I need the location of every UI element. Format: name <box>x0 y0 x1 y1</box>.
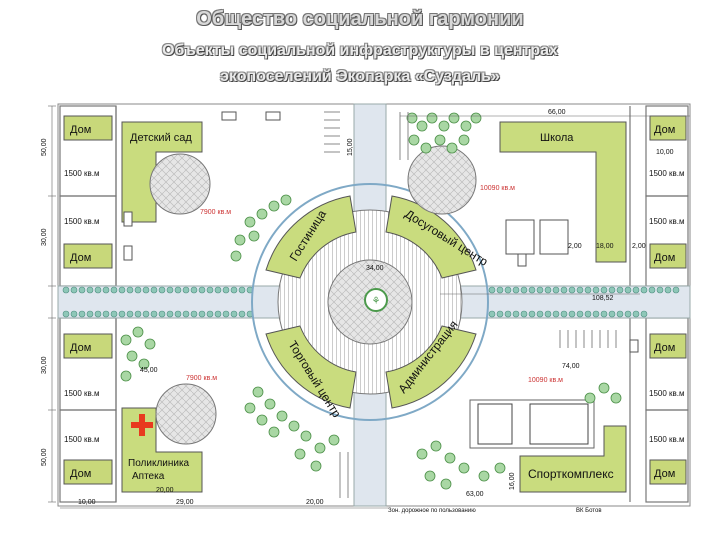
kindergarten-area: 7900 кв.м <box>200 209 231 216</box>
plot-area-left-1: 1500 кв.м <box>64 169 100 178</box>
page-subtitle-line2: экопоселений Экопарка «Суздаль» <box>220 68 500 85</box>
dim-sports-height: 16,00 <box>509 472 516 490</box>
sports-complex-label: Спорткомплекс <box>528 467 614 481</box>
dim-top-width: 66,00 <box>548 109 566 116</box>
house-label-left-1: Дом <box>70 124 91 136</box>
dim-left-mid: 30,00 <box>41 228 48 246</box>
dim-school-depth: 10,00 <box>656 149 674 156</box>
dimension-lines <box>48 105 690 509</box>
clinic-garden <box>155 383 217 445</box>
clinic-label-2: Аптека <box>132 471 165 482</box>
houses-right <box>649 115 687 485</box>
dim-top-center: 15,00 <box>347 138 354 156</box>
footer-note: Зон. дорожное по пользованию <box>388 508 476 514</box>
house-label-right-4: Дом <box>654 468 675 480</box>
dim-clinic-depth: 20,00 <box>156 487 174 494</box>
school-building <box>499 121 627 263</box>
house-label-left-4: Дом <box>70 468 91 480</box>
road-trees <box>62 286 680 318</box>
dim-left-lower: 30,00 <box>41 356 48 374</box>
kindergarten-label: Детский сад <box>130 132 192 144</box>
school-court-2 <box>539 219 569 255</box>
plot-area-right-1: 1500 кв.м <box>649 169 685 178</box>
dim-bottom-d: 63,00 <box>466 491 484 498</box>
footer-right: ВК Ботов <box>576 508 602 514</box>
hotel-building <box>265 195 357 279</box>
houses-left <box>63 115 113 485</box>
clinic-label-1: Поликлиника <box>128 458 190 469</box>
sports-area: 10090 кв.м <box>528 377 563 384</box>
dim-lower-center: 45,00 <box>140 367 158 374</box>
house-label-left-3: Дом <box>70 342 91 354</box>
school-label: Школа <box>540 132 574 144</box>
house-label-right-2: Дом <box>654 252 675 264</box>
svg-text:⚘: ⚘ <box>372 296 381 307</box>
sports-court-1 <box>477 403 513 445</box>
page-title: Общество социальной гармонии <box>196 8 524 30</box>
plot-area-left-2: 1500 кв.м <box>64 217 100 226</box>
dim-bottom-c: 20,00 <box>306 499 324 506</box>
shopping-center-building <box>265 325 357 409</box>
fountain-icon <box>364 288 388 312</box>
central-square: ⚘ <box>251 183 489 421</box>
dim-square-diameter: 34,00 <box>366 265 384 272</box>
parking-stripes <box>324 111 617 498</box>
plot-grid <box>59 105 689 503</box>
school-area: 10090 кв.м <box>480 185 515 192</box>
clinic-area: 7900 кв.м <box>186 375 217 382</box>
page-subtitle-line1: Объекты социальной инфраструктуры в цент… <box>162 42 558 59</box>
school-yard <box>407 145 477 215</box>
administration-building <box>385 325 477 409</box>
dim-road-width: 108,52 <box>592 295 614 302</box>
small-structures <box>123 111 639 353</box>
kindergarten-building <box>121 121 203 223</box>
house-label-left-2: Дом <box>70 252 91 264</box>
plot-area-right-4: 1500 кв.м <box>649 435 685 444</box>
dim-bottom-b: 29,00 <box>176 499 194 506</box>
dim-left-bottom: 50,00 <box>41 448 48 466</box>
tree-clusters <box>120 112 622 490</box>
plot-area-right-3: 1500 кв.м <box>649 389 685 398</box>
dim-gap-b: 18,00 <box>596 243 614 250</box>
house-label-right-1: Дом <box>654 124 675 136</box>
plot-area-left-3: 1500 кв.м <box>64 389 100 398</box>
dim-gap-c: 2,00 <box>632 243 646 250</box>
plot-area-left-4: 1500 кв.м <box>64 435 100 444</box>
kindergarten-playground <box>149 153 211 215</box>
sports-complex-building <box>519 425 627 493</box>
dim-sports-width: 74,00 <box>562 363 580 370</box>
dim-bottom-a: 10,00 <box>78 499 96 506</box>
sports-court-2 <box>529 403 589 445</box>
dim-left-top: 50,00 <box>41 138 48 156</box>
plot-area-right-2: 1500 кв.м <box>649 217 685 226</box>
dim-gap-a: 2,00 <box>568 243 582 250</box>
red-cross-icon <box>131 414 153 436</box>
house-label-right-3: Дом <box>654 342 675 354</box>
school-court-1 <box>505 219 535 255</box>
